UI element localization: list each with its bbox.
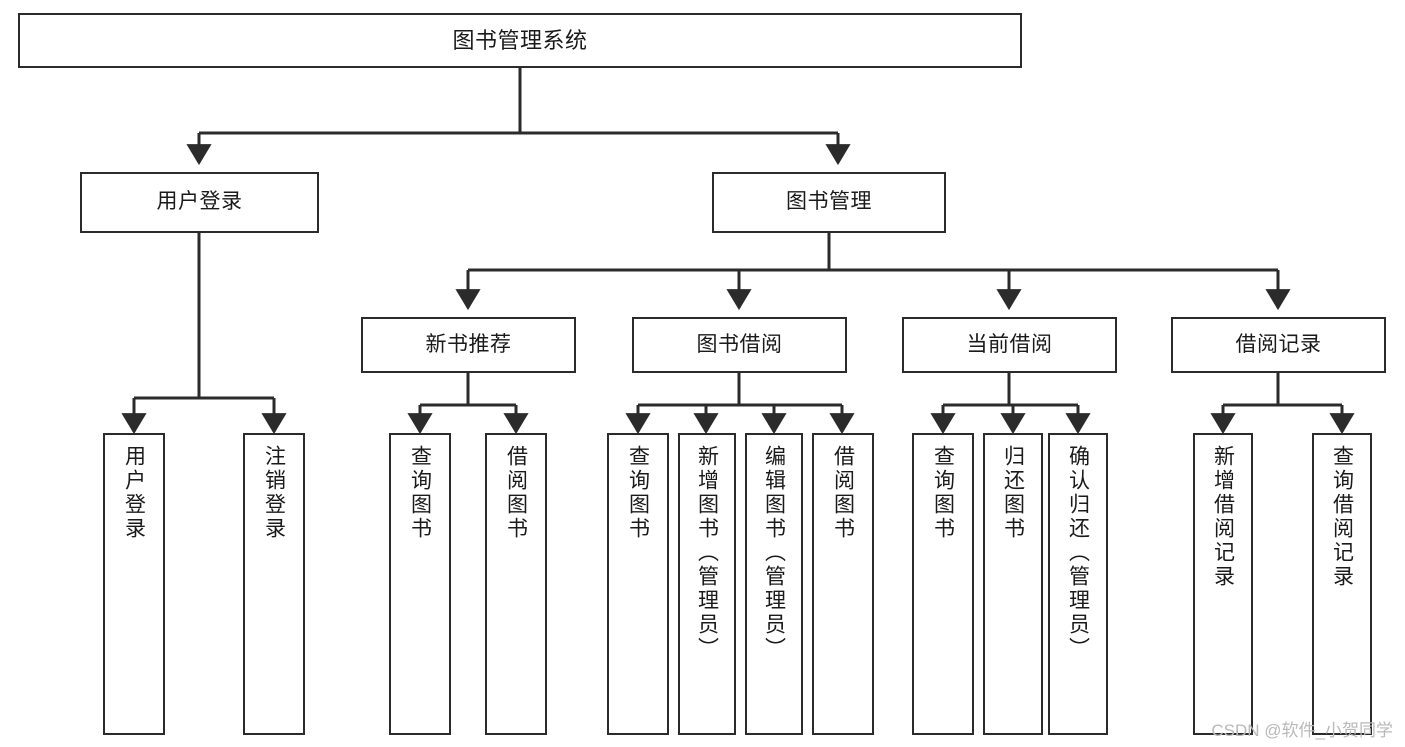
node-label: 新书推荐 [425, 332, 512, 356]
edges-borrowrecord-to-leaves [1210, 373, 1355, 435]
node-label: 注销登录 [262, 445, 286, 541]
node-root-system[interactable]: 图书管理系统 [18, 13, 1022, 68]
edges-root-to-level1 [186, 68, 851, 166]
node-label: 编辑图书（管理员） [762, 445, 786, 661]
node-leaf-query-book-current[interactable]: 查询图书 [912, 433, 974, 735]
node-new-book-recommend[interactable]: 新书推荐 [361, 317, 576, 373]
node-leaf-add-book-admin[interactable]: 新增图书（管理员） [678, 433, 736, 735]
edges-userlogin-to-leaves [121, 233, 287, 435]
node-leaf-confirm-return-admin[interactable]: 确认归还（管理员） [1048, 433, 1108, 735]
node-label: 归还图书 [1001, 445, 1025, 541]
node-borrow-record[interactable]: 借阅记录 [1171, 317, 1386, 373]
node-leaf-query-book-borrow[interactable]: 查询图书 [607, 433, 669, 735]
node-label: 确认归还（管理员） [1066, 445, 1090, 661]
node-label: 查询图书 [931, 445, 955, 541]
node-label: 查询图书 [626, 445, 650, 541]
node-label: 查询借阅记录 [1330, 445, 1354, 589]
node-leaf-return-book[interactable]: 归还图书 [983, 433, 1043, 735]
node-book-borrow[interactable]: 图书借阅 [632, 317, 847, 373]
node-leaf-borrow-book[interactable]: 借阅图书 [812, 433, 874, 735]
node-leaf-user-login[interactable]: 用户登录 [103, 433, 165, 735]
node-label: 用户登录 [122, 445, 146, 541]
node-label: 图书管理 [786, 190, 872, 214]
watermark-text: CSDN @软件_小贺同学 [1211, 721, 1393, 740]
edges-bookborrow-to-leaves [625, 373, 855, 435]
edges-newbookrec-to-leaves [407, 373, 529, 435]
node-leaf-borrow-book-recommend[interactable]: 借阅图书 [485, 433, 547, 735]
node-label: 借阅图书 [504, 445, 528, 541]
node-label: 借阅记录 [1235, 332, 1322, 356]
node-leaf-query-borrow-record[interactable]: 查询借阅记录 [1312, 433, 1372, 735]
node-label: 用户登录 [156, 190, 243, 214]
node-user-login[interactable]: 用户登录 [80, 172, 319, 233]
edges-bookmanage-to-level2 [455, 233, 1291, 311]
node-label: 当前借阅 [966, 332, 1053, 356]
node-label: 查询图书 [408, 445, 432, 541]
node-leaf-query-book-recommend[interactable]: 查询图书 [389, 433, 451, 735]
node-label: 借阅图书 [831, 445, 855, 541]
node-label: 新增图书（管理员） [695, 445, 719, 661]
node-leaf-edit-book-admin[interactable]: 编辑图书（管理员） [745, 433, 803, 735]
node-label: 新增借阅记录 [1211, 445, 1235, 589]
node-label: 图书借阅 [696, 332, 783, 356]
node-label: 图书管理系统 [452, 27, 588, 53]
edges-currentborrow-to-leaves [930, 373, 1091, 435]
node-current-borrow[interactable]: 当前借阅 [902, 317, 1117, 373]
node-leaf-logout[interactable]: 注销登录 [243, 433, 305, 735]
node-leaf-add-borrow-record[interactable]: 新增借阅记录 [1193, 433, 1253, 735]
node-book-manage[interactable]: 图书管理 [712, 172, 946, 233]
